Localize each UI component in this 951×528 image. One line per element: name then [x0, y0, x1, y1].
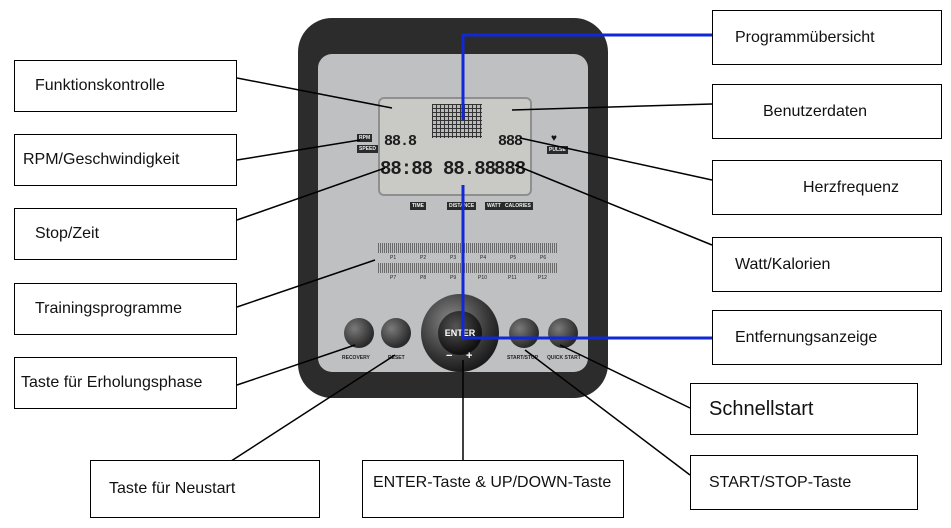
program-label-p5: P5 [510, 255, 517, 261]
recovery-button[interactable] [344, 318, 374, 348]
callout-herzfrequenz: Herzfrequenz [712, 160, 942, 215]
program-label-p9: P9 [450, 275, 457, 281]
reset-label: RESET [388, 355, 405, 361]
callout-enter: ENTER-Taste & UP/DOWN-Taste [362, 460, 624, 518]
lcd-distance-digits: 88.88 [443, 158, 496, 180]
callout-rpm-text: RPM/Geschwindigkeit [23, 151, 180, 168]
pointer-watt [514, 164, 713, 246]
up-button[interactable]: + [466, 350, 473, 362]
program-label-p1: P1 [390, 255, 397, 261]
program-profile-p6 [528, 243, 558, 253]
program-profile-p4 [468, 243, 498, 253]
pointer-erholung [236, 344, 356, 386]
callout-schnellstart: Schnellstart [690, 383, 918, 435]
pointer-entfernungsanzeige [461, 185, 712, 340]
watt-label: WATT [485, 202, 503, 210]
callout-trainingsprogramme: Trainingsprogramme [14, 283, 237, 335]
callout-start-stop: START/STOP-Taste [690, 455, 918, 510]
program-label-p3: P3 [450, 255, 457, 261]
lcd-display [378, 97, 532, 196]
down-button[interactable]: − [446, 350, 453, 362]
enter-button[interactable]: ENTER [438, 311, 482, 355]
program-profile-p3 [438, 243, 468, 253]
program-profile-p12 [528, 263, 558, 273]
lcd-time-digits: 88:88 [380, 158, 433, 180]
heart-icon: ♥ [551, 133, 557, 144]
callout-erholung-text: Taste für Erholungsphase [21, 374, 203, 391]
rpm-tag: RPM [357, 134, 373, 142]
speed-tag: SPEED [357, 145, 378, 153]
time-label: TIME [410, 202, 426, 210]
pulse-tag: PULSE [547, 146, 568, 154]
callout-stop-zeit-text: Stop/Zeit [35, 225, 100, 242]
pointer-funktionskontrolle [236, 77, 393, 109]
program-label-p2: P2 [420, 255, 427, 261]
program-label-p11: P11 [508, 275, 517, 281]
callout-start-stop-text: START/STOP-Taste [709, 473, 852, 491]
reset-button[interactable] [381, 318, 411, 348]
callout-funktionskontrolle-text: Funktionskontrolle [35, 77, 165, 94]
quick-start-label: QUICK START [547, 355, 581, 361]
callout-watt-text: Watt/Kalorien [735, 255, 831, 273]
program-label-p8: P8 [420, 275, 427, 281]
callout-enter-text: ENTER-Taste & UP/DOWN-Taste [373, 474, 612, 491]
program-label-p4: P4 [480, 255, 487, 261]
callout-erholung: Taste für Erholungsphase [14, 357, 237, 409]
callout-funktionskontrolle: Funktionskontrolle [14, 60, 237, 112]
callout-herzfrequenz-text: Herzfrequenz [803, 178, 900, 196]
program-label-p12: P12 [538, 275, 547, 281]
callout-schnellstart-text: Schnellstart [709, 397, 814, 420]
lcd-pulse-digits: 888 [498, 133, 523, 150]
program-profile-p11 [498, 263, 528, 273]
program-profile-p10 [468, 263, 498, 273]
start-stop-label: START/STOP [507, 355, 539, 361]
lcd-watt-digits: 888 [494, 158, 526, 180]
program-label-p10: P10 [478, 275, 487, 281]
callout-programmuebersicht: Programmübersicht [712, 10, 942, 65]
callout-programmuebersicht-text: Programmübersicht [735, 28, 875, 46]
pointer-start-stop [524, 349, 691, 476]
start-stop-button[interactable] [509, 318, 539, 348]
quick-start-button[interactable] [548, 318, 578, 348]
program-profile-p1 [378, 243, 408, 253]
program-label-p7: P7 [390, 275, 397, 281]
pointer-rpm [236, 139, 361, 161]
program-matrix-grid [432, 104, 482, 138]
callout-neustart-text: Taste für Neustart [109, 480, 236, 497]
pointer-herzfrequenz [519, 137, 713, 181]
program-label-p6: P6 [540, 255, 547, 261]
callout-rpm: RPM/Geschwindigkeit [14, 134, 237, 186]
pointer-programmuebersicht [461, 33, 712, 120]
lcd-rpm-digits: 88.8 [384, 133, 417, 150]
program-profile-p2 [408, 243, 438, 253]
pointer-stop-zeit [236, 167, 386, 221]
callout-neustart: Taste für Neustart [90, 460, 320, 518]
program-profile-p8 [408, 263, 438, 273]
callout-stop-zeit: Stop/Zeit [14, 208, 237, 260]
callout-trainingsprogramme-text: Trainingsprogramme [35, 300, 183, 317]
callout-benutzerdaten-text: Benutzerdaten [763, 102, 868, 120]
callout-entfernung-text: Entfernungsanzeige [735, 328, 878, 346]
callout-watt: Watt/Kalorien [712, 237, 942, 292]
pointer-schnellstart [559, 344, 691, 409]
calories-label: CALORIES [503, 202, 533, 210]
pointer-benutzerdaten [511, 103, 713, 111]
enter-label: ENTER [444, 328, 476, 338]
pointer-neustart [224, 354, 396, 466]
callout-benutzerdaten: Benutzerdaten [712, 84, 942, 139]
pointer-trainingsprogramme [236, 259, 376, 308]
program-profile-p5 [498, 243, 528, 253]
recovery-label: RECOVERY [342, 355, 370, 361]
program-profile-p9 [438, 263, 468, 273]
program-profile-p7 [378, 263, 408, 273]
callout-entfernung: Entfernungsanzeige [712, 310, 942, 365]
